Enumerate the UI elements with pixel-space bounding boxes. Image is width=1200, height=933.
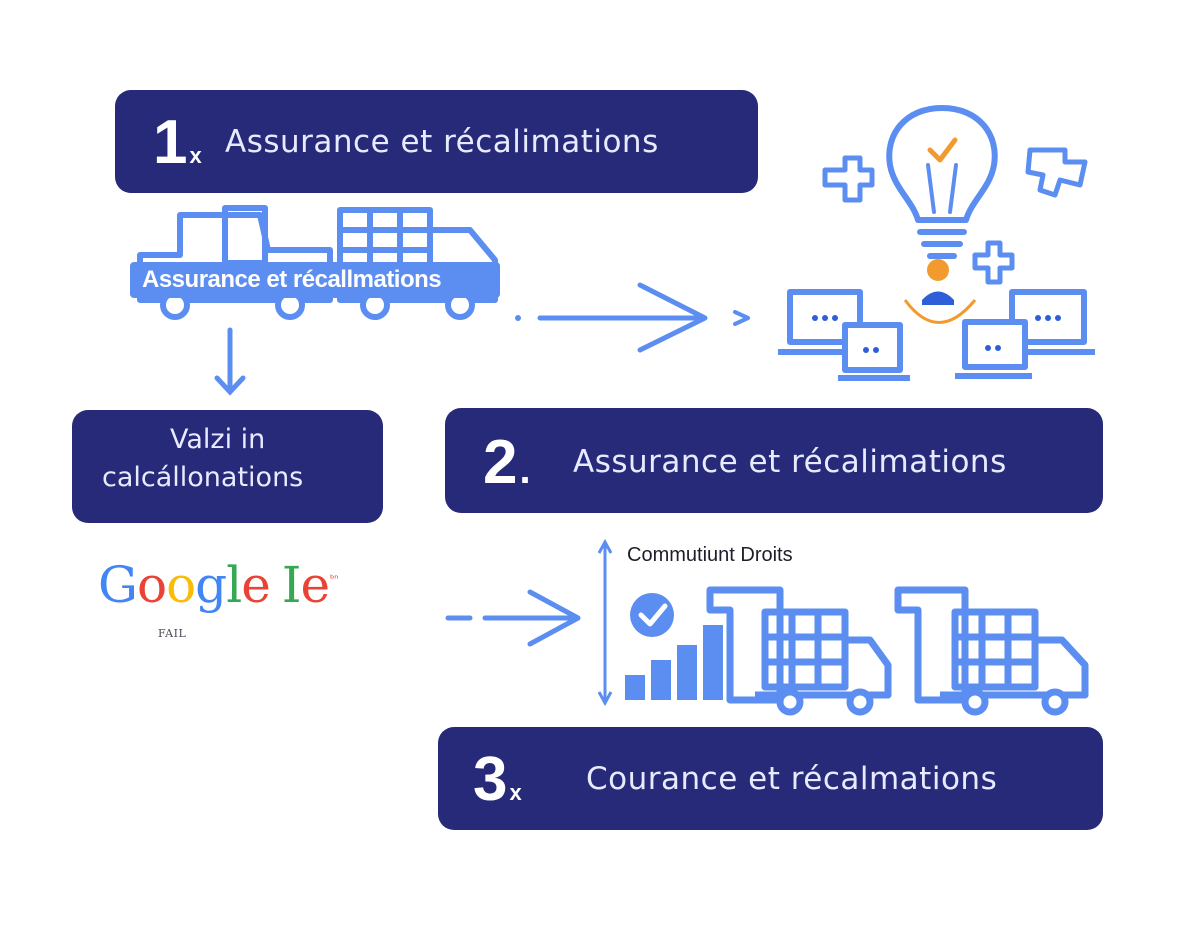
step-title: Courance et récalmations	[586, 761, 998, 797]
step-3-box: 3x Courance et récalmations	[438, 727, 1103, 830]
right-arrow-icon	[515, 282, 750, 353]
dots-icon	[812, 315, 1061, 353]
plus-icon	[822, 155, 875, 203]
step-number: 1x	[153, 112, 202, 174]
truck-icon	[706, 586, 892, 716]
logo-letter: g	[195, 556, 227, 614]
google-logo: Google Ie	[98, 556, 331, 614]
step-number-suffix: x	[189, 143, 202, 168]
step-title: Assurance et récalimations	[573, 444, 1007, 480]
step-number-digit: 1	[153, 108, 188, 177]
truck-label-bg	[130, 262, 500, 298]
logo-superscript: ᵇⁿ	[330, 574, 339, 585]
vertical-axis-icon	[597, 538, 613, 707]
chart-label: Commutiunt Droits	[627, 544, 793, 566]
person-icon	[903, 259, 977, 324]
logo-letter: o	[166, 556, 196, 614]
step-title: Assurance et récalimations	[225, 124, 659, 160]
step-number: 3x	[473, 749, 522, 811]
puzzle-icon	[1025, 147, 1088, 198]
truck-icon	[894, 586, 1089, 716]
truck-icon	[337, 207, 498, 320]
down-arrow-icon	[214, 327, 246, 396]
step-number: 2.	[483, 432, 531, 494]
logo-letter: o	[136, 556, 167, 614]
side-box-line2: calcállonations	[102, 462, 304, 493]
checkmark-badge-icon	[630, 593, 674, 637]
logo-letter: l	[226, 556, 242, 614]
step-number-suffix: .	[519, 448, 531, 492]
logo-letter: G	[98, 556, 138, 614]
lightbulb-icon	[886, 105, 998, 259]
logo-letter: e	[300, 556, 331, 614]
logo-letter: e	[241, 556, 271, 614]
plus-icon	[972, 240, 1015, 285]
step-number-digit: 2	[483, 428, 518, 497]
step-number-suffix: x	[509, 780, 522, 805]
side-box: Valzi in calcállonations	[72, 410, 383, 523]
logo-letter: I	[281, 556, 302, 614]
laptop-icon	[778, 289, 910, 381]
side-box-line1: Valzi in	[170, 424, 266, 455]
step-number-digit: 3	[473, 745, 508, 814]
laptop-icon	[955, 289, 1095, 379]
logo-subtitle: FAIL	[158, 627, 187, 640]
chart-icon	[625, 625, 723, 700]
step-1-box: 1x Assurance et récalimations	[115, 90, 758, 193]
right-arrow-icon	[445, 589, 581, 647]
step-2-box: 2. Assurance et récalimations	[445, 408, 1103, 513]
truck-label: Assurance et récallmations	[142, 266, 442, 293]
